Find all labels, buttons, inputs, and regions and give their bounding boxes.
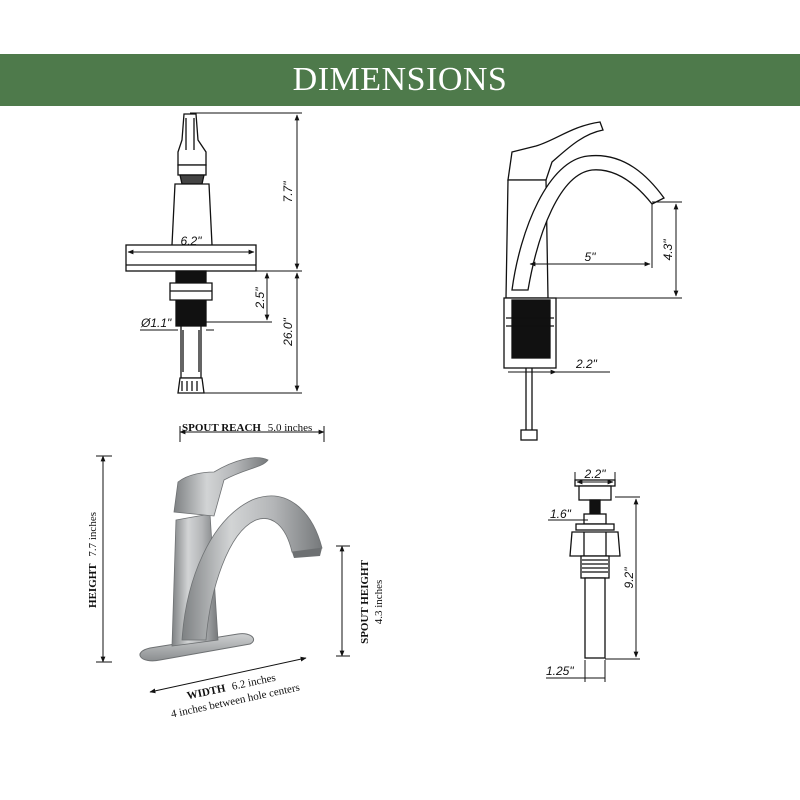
drain-top-label: 2.2" xyxy=(584,467,607,481)
height-value: 7.7 inches xyxy=(87,512,99,557)
side-height-label: 4.3" xyxy=(661,239,675,261)
drain-length-label: 9.2" xyxy=(622,567,636,589)
spout-reach-value: 5.0 inches xyxy=(268,422,313,434)
drain-tailpiece-label: 1.25" xyxy=(546,664,574,678)
spout-reach-label: SPOUT REACH xyxy=(182,422,261,434)
front-supply-label: 26.0" xyxy=(281,317,295,346)
spout-reach-caption: SPOUT REACH 5.0 inches xyxy=(182,422,312,434)
front-view-dimensions xyxy=(127,112,302,394)
side-view xyxy=(503,121,665,441)
height-caption: HEIGHT 7.7 inches xyxy=(87,512,99,608)
product-dimensions xyxy=(96,426,350,694)
side-view-dimensions xyxy=(508,201,682,375)
side-reach-label: 5" xyxy=(585,250,597,264)
front-view xyxy=(125,113,257,394)
product-illustration xyxy=(139,457,323,662)
drain-flange-label: 1.6" xyxy=(550,507,572,521)
height-label: HEIGHT xyxy=(87,563,99,608)
front-width-label: 6.2" xyxy=(181,234,203,248)
banner-title: DIMENSIONS xyxy=(292,61,508,98)
spout-height-label: SPOUT HEIGHT xyxy=(359,559,371,644)
front-shank-label: 2.5" xyxy=(253,287,267,310)
drain-assembly xyxy=(569,479,621,659)
spout-height-value: 4.3 inches xyxy=(373,580,385,625)
title-banner: DIMENSIONS xyxy=(0,54,800,106)
side-base-label: 2.2" xyxy=(575,357,598,371)
front-height-label: 7.7" xyxy=(281,181,295,203)
drain-dimensions xyxy=(546,472,640,682)
front-diameter-label: Ø1.1" xyxy=(140,316,172,330)
